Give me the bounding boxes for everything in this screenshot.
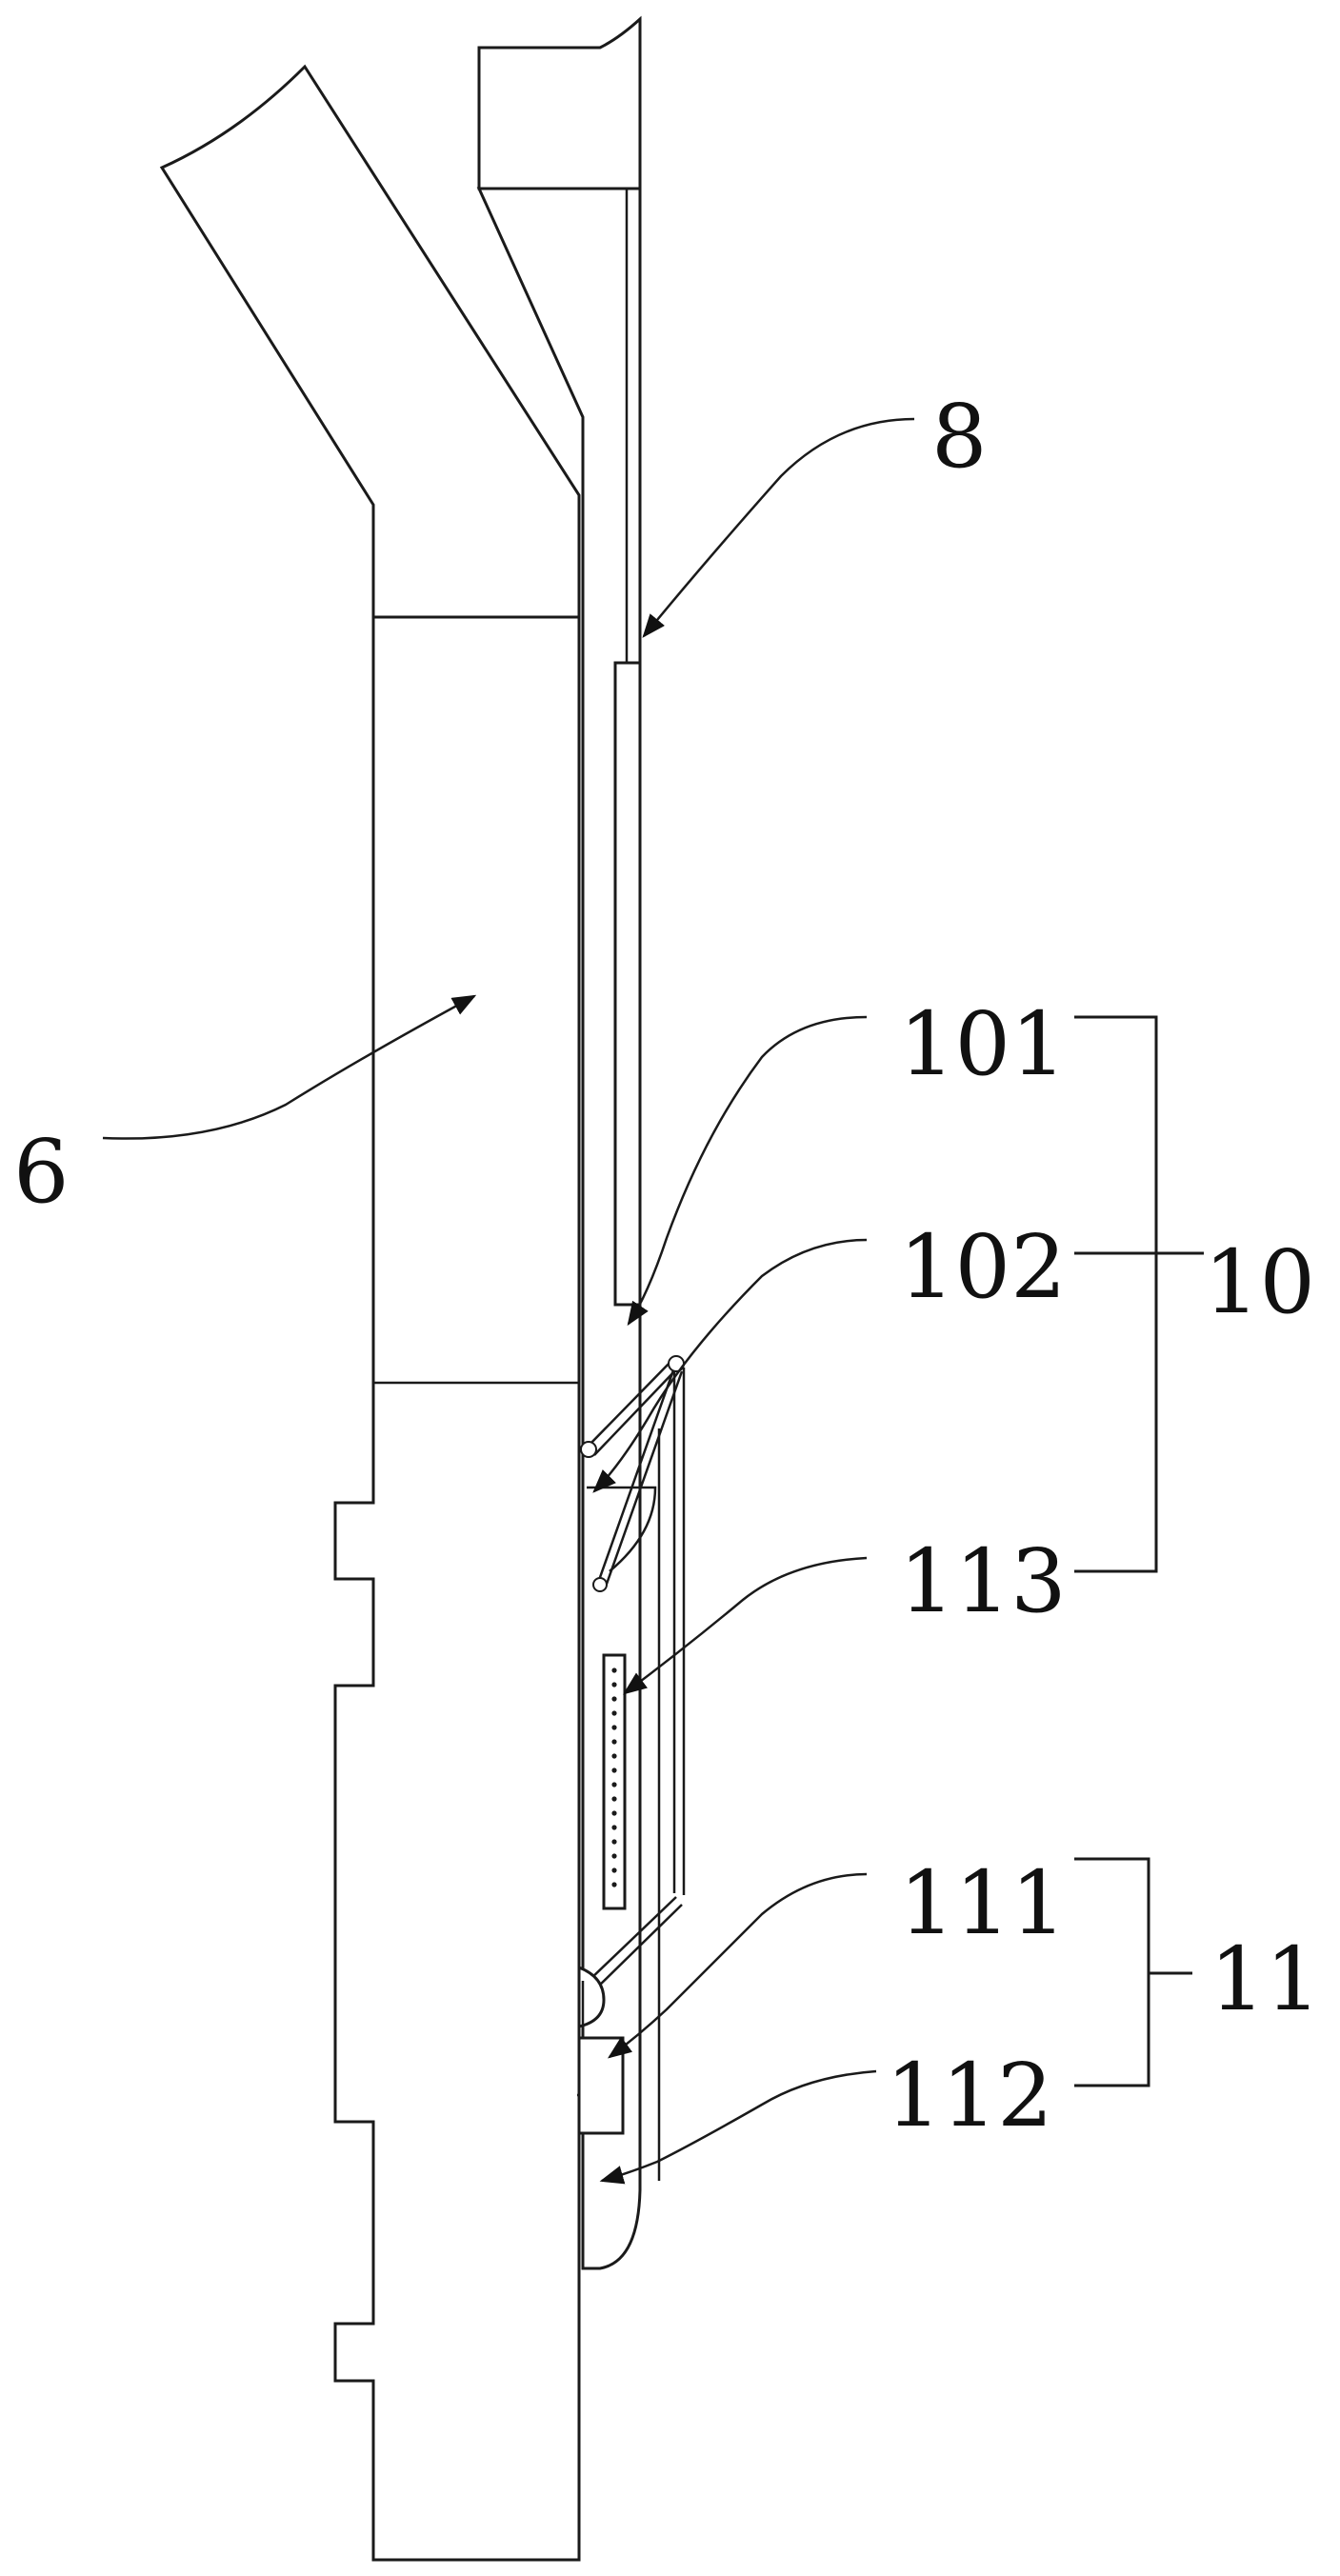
plate-hole: [611, 1667, 617, 1673]
plate-hole: [611, 1796, 617, 1802]
leader-113: [623, 1556, 868, 1695]
leader-111: [607, 1872, 868, 2059]
plate-hole: [611, 1710, 617, 1716]
label-6: 6: [13, 1121, 70, 1223]
plate-hole: [611, 1753, 617, 1759]
link-upper-a: [588, 1359, 673, 1447]
plate-hole: [611, 1682, 617, 1687]
label-101-group: 101: [627, 993, 1067, 1327]
label-113-group: 113: [623, 1530, 1067, 1695]
part-11-lower: [577, 1896, 683, 2135]
lower-link-a: [588, 1896, 677, 1982]
label-112-group: 112: [599, 2045, 1053, 2185]
plate-hole: [611, 1882, 617, 1887]
label-8-group: 8: [642, 386, 988, 638]
part-113-plate: [602, 1653, 627, 1910]
label-111: 111: [899, 1852, 1067, 1954]
perforated-plate: [602, 1653, 627, 1910]
top-block: [477, 15, 642, 190]
leader-112: [599, 2069, 877, 2185]
inclined-arm: [159, 64, 581, 619]
leader-101: [627, 1015, 868, 1327]
label-11-group: 11: [1074, 1857, 1321, 2087]
plate-hole: [611, 1725, 617, 1730]
plate-hole: [611, 1853, 617, 1859]
part-111-half-disc: [577, 1965, 606, 2028]
label-112: 112: [886, 2045, 1053, 2147]
pivot-bottom: [592, 1577, 608, 1592]
link-diag-a: [596, 1367, 676, 1584]
channel-neck: [476, 187, 642, 2270]
part-8-guide: [476, 15, 642, 2270]
label-6-group: 6: [13, 994, 477, 1223]
plate-hole: [611, 1825, 617, 1830]
plate-holes: [611, 1667, 617, 1887]
plate-hole: [611, 1839, 617, 1845]
leader-102: [592, 1238, 868, 1493]
lower-link-b: [593, 1904, 683, 1991]
plate-hole: [611, 1782, 617, 1787]
label-10-group: 10: [1074, 1015, 1315, 1573]
plate-hole: [611, 1696, 617, 1702]
strip-8: [613, 661, 642, 1307]
leader-6: [102, 994, 477, 1140]
part-6-body: [159, 64, 581, 2562]
link-diag-b: [604, 1370, 684, 1588]
link-lower-curve: [587, 1486, 657, 1572]
label-102-group: 102: [592, 1216, 1067, 1493]
plate-hole: [611, 1767, 617, 1773]
bracket-10: [1074, 1015, 1158, 1573]
label-11: 11: [1210, 1928, 1321, 2030]
plate-hole: [611, 1810, 617, 1816]
bracket-11: [1074, 1857, 1150, 2087]
plate-hole: [611, 1867, 617, 1873]
label-113: 113: [899, 1530, 1067, 1632]
label-10: 10: [1204, 1231, 1315, 1333]
label-8: 8: [931, 386, 988, 488]
plate-hole: [611, 1739, 617, 1745]
leader-8: [642, 417, 915, 638]
label-111-group: 111: [607, 1852, 1067, 2059]
link-upper-b: [593, 1367, 679, 1456]
main-vertical-body: [333, 615, 581, 2562]
label-101: 101: [899, 993, 1067, 1095]
pivot-left: [580, 1441, 597, 1458]
label-102: 102: [899, 1216, 1067, 1318]
